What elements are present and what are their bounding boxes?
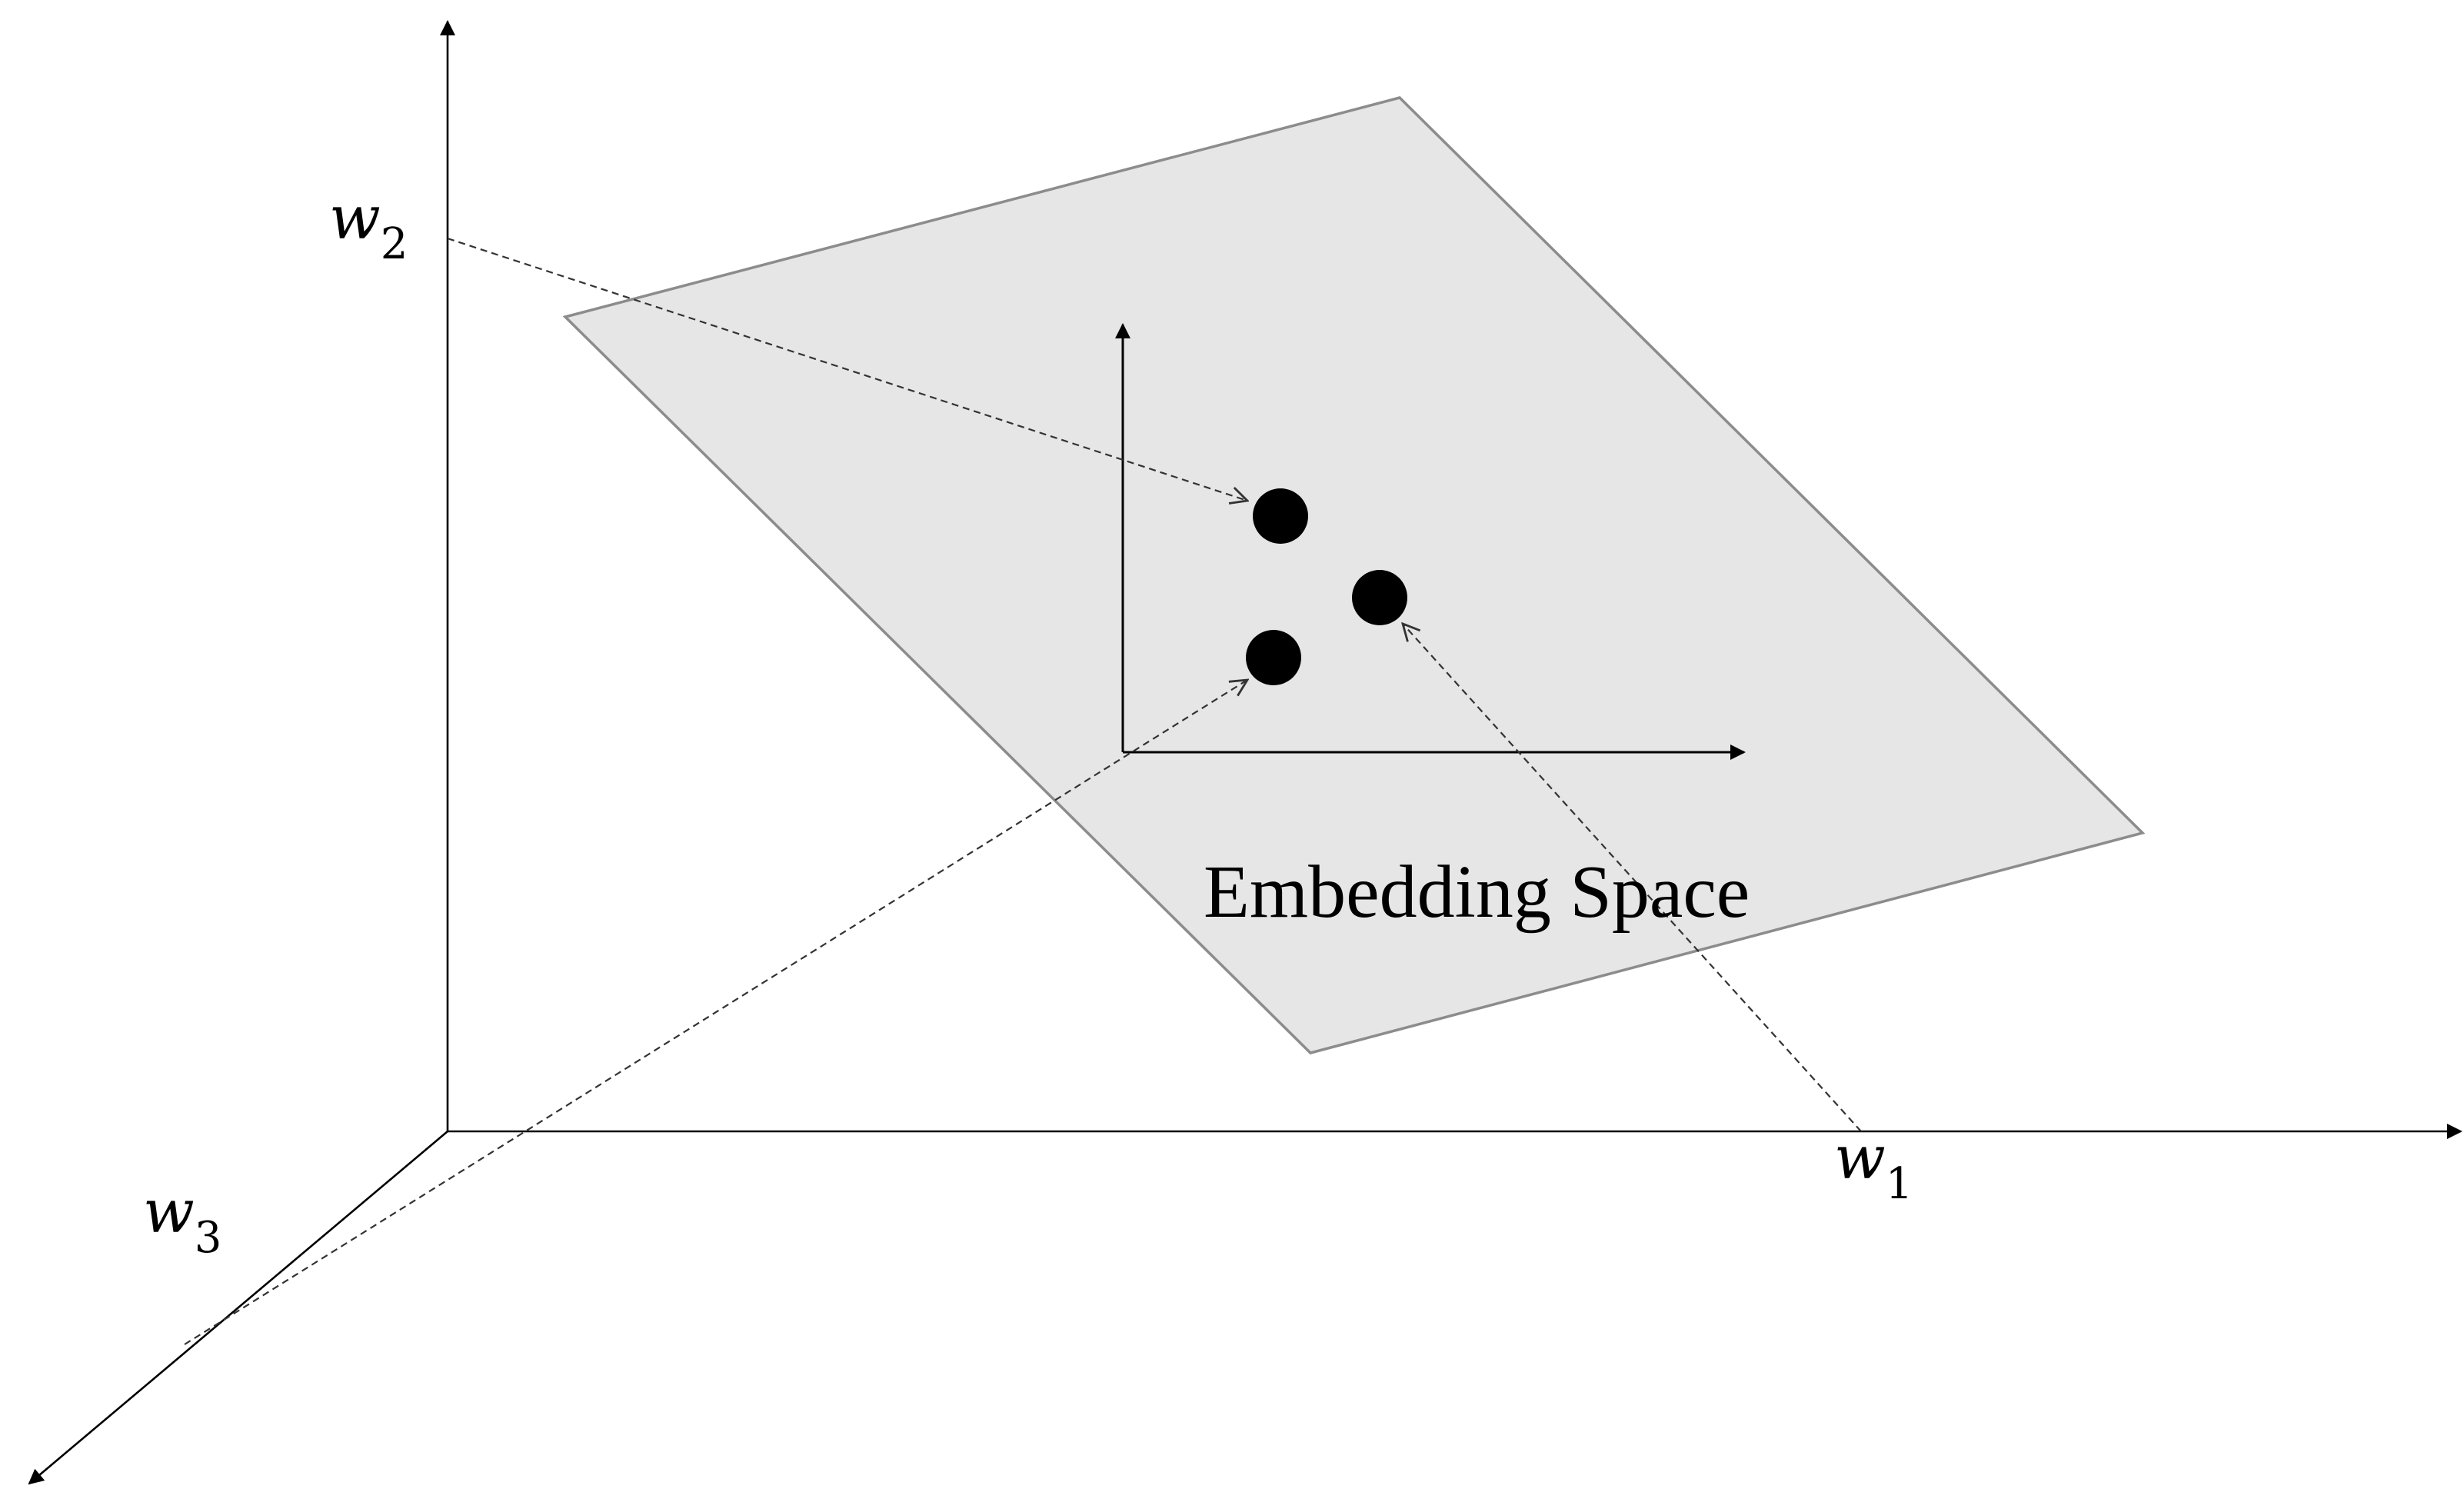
embedded-point (1253, 488, 1308, 544)
projection-line-w3 (184, 680, 1247, 1345)
embedded-point (1352, 570, 1407, 625)
w3-axis (28, 1131, 448, 1485)
w1-axis-label: w1 (1834, 1124, 1913, 1209)
projection-line-w1 (1403, 624, 1862, 1132)
w2-axis-label: w2 (329, 184, 408, 269)
w3-axis-label: w3 (143, 1178, 221, 1263)
embedding-plane (562, 96, 2146, 1054)
projection-line-w2 (447, 237, 1247, 501)
embedding-space-label: Embedding Space (1204, 851, 1750, 934)
embedded-point (1246, 630, 1301, 685)
